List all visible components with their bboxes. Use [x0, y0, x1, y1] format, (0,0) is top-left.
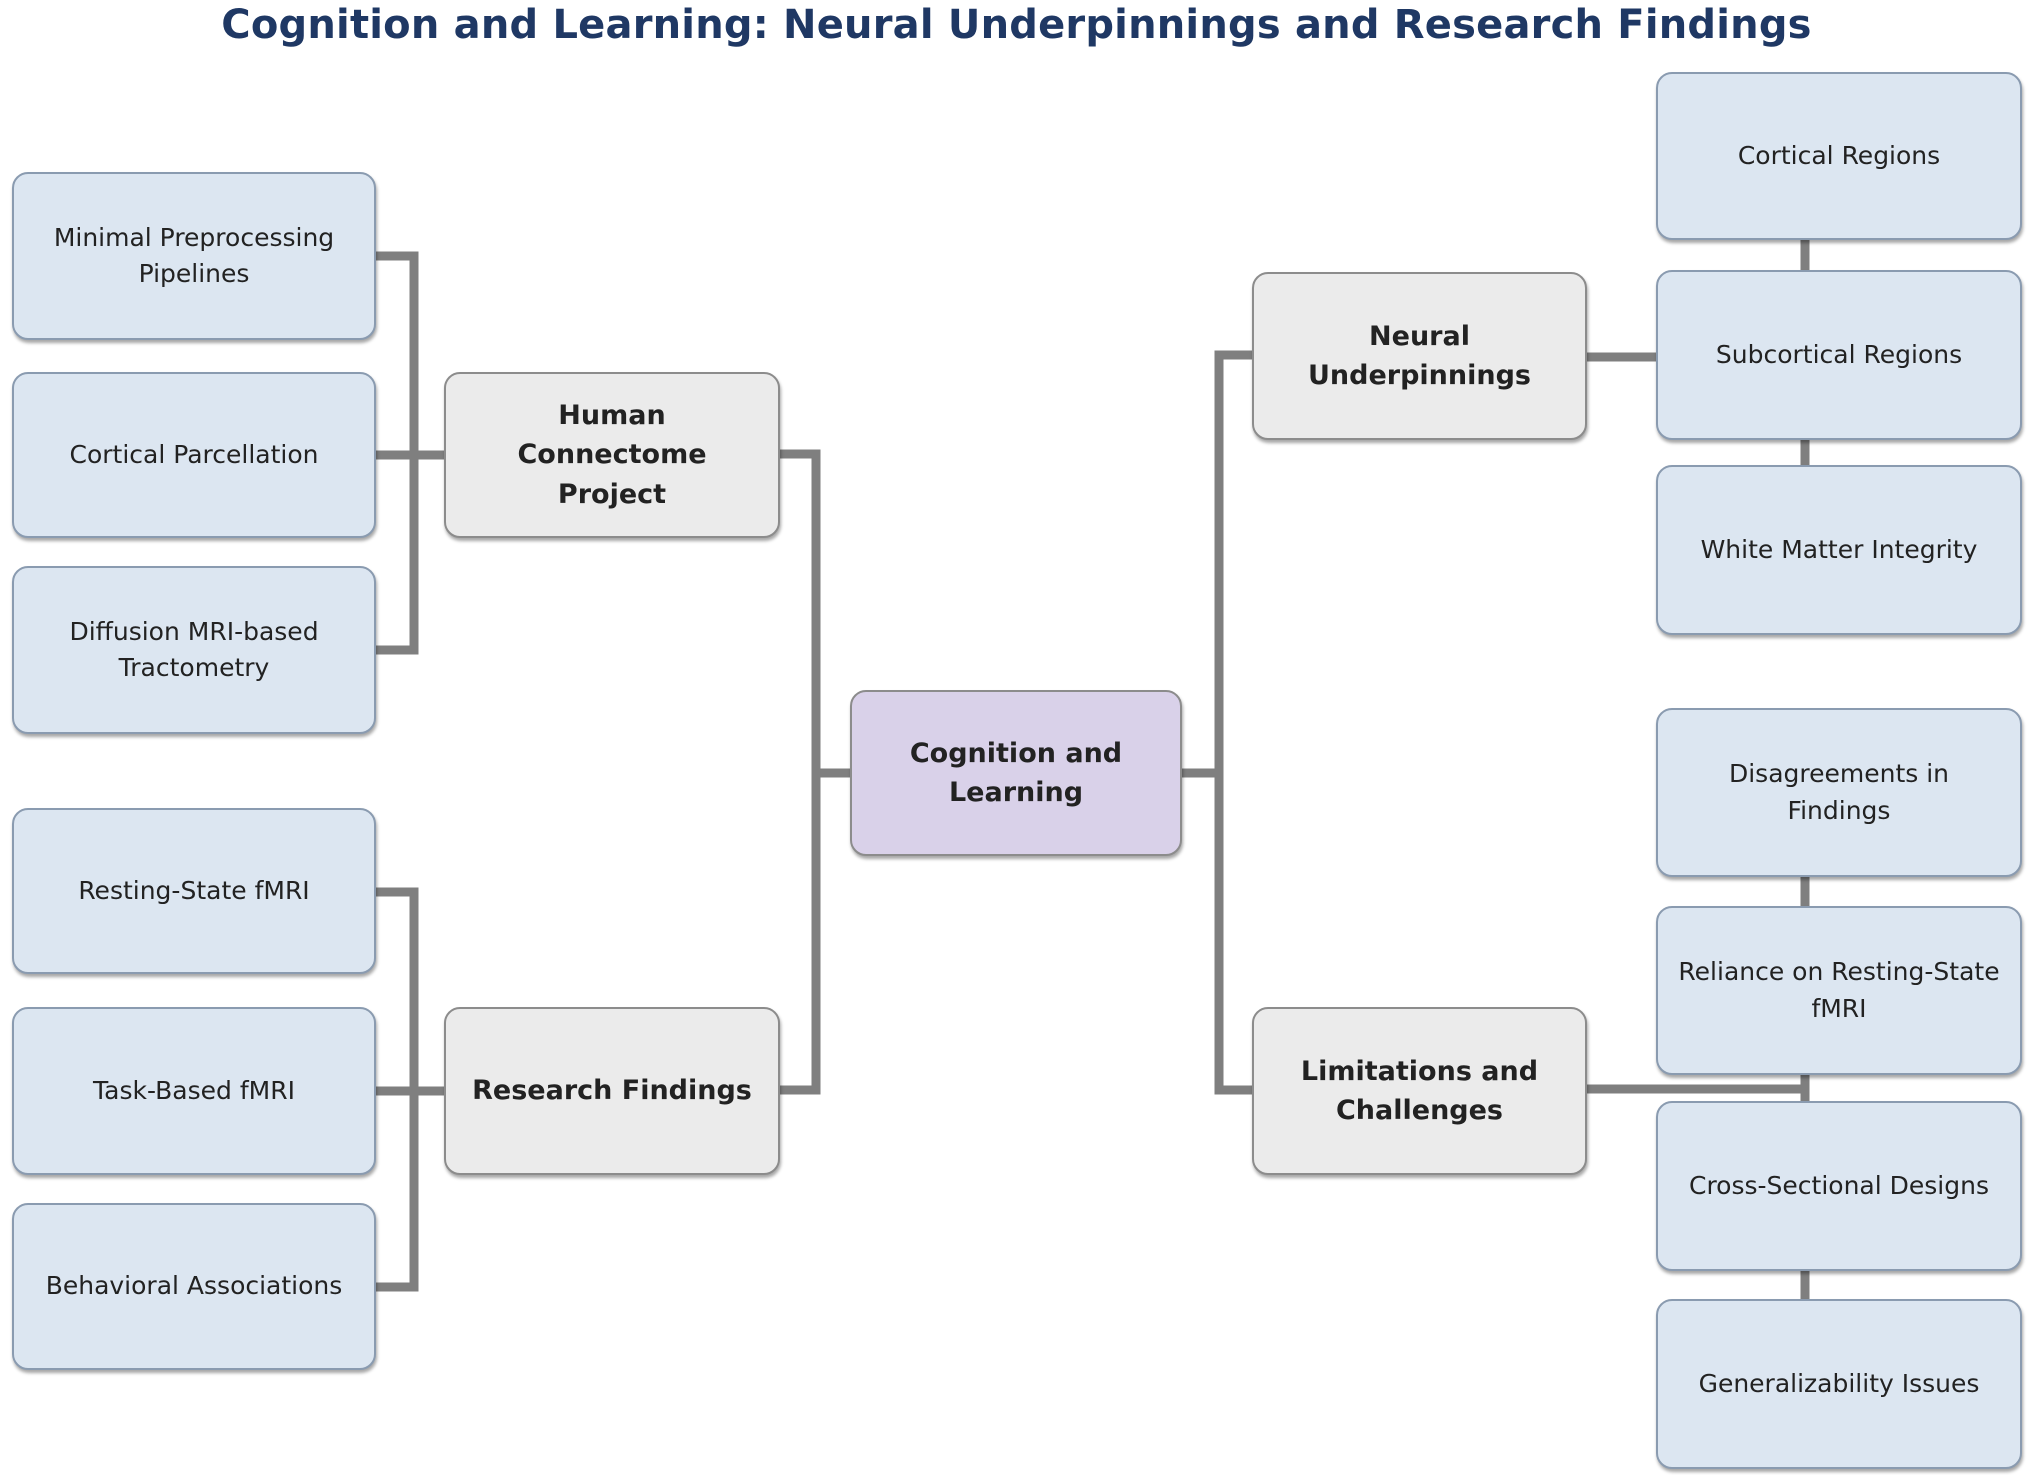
- node-cortical-parcellation: Cortical Parcellation: [12, 372, 376, 538]
- node-reliance-on-resting-state-fmri: Reliance on Resting-State fMRI: [1656, 906, 2022, 1075]
- node-neural-underpinnings: Neural Underpinnings: [1252, 272, 1587, 440]
- node-cross-sectional-designs: Cross-Sectional Designs: [1656, 1101, 2022, 1271]
- node-resting-state-fmri: Resting-State fMRI: [12, 808, 376, 974]
- node-cognition-and-learning: Cognition and Learning: [850, 690, 1182, 856]
- node-generalizability-issues: Generalizability Issues: [1656, 1299, 2022, 1469]
- node-minimal-preprocessing-pipelines: Minimal Preprocessing Pipelines: [12, 172, 376, 340]
- node-behavioral-associations: Behavioral Associations: [12, 1203, 376, 1370]
- node-diffusion-mri-tractometry: Diffusion MRI-based Tractometry: [12, 566, 376, 734]
- node-cortical-regions: Cortical Regions: [1656, 72, 2022, 240]
- node-research-findings: Research Findings: [444, 1007, 780, 1175]
- diagram-title: Cognition and Learning: Neural Underpinn…: [221, 2, 1812, 48]
- node-disagreements-in-findings: Disagreements in Findings: [1656, 708, 2022, 877]
- node-subcortical-regions: Subcortical Regions: [1656, 270, 2022, 440]
- node-task-based-fmri: Task-Based fMRI: [12, 1007, 376, 1175]
- node-white-matter-integrity: White Matter Integrity: [1656, 465, 2022, 635]
- node-limitations-and-challenges: Limitations and Challenges: [1252, 1007, 1587, 1175]
- node-human-connectome-project: Human Connectome Project: [444, 372, 780, 538]
